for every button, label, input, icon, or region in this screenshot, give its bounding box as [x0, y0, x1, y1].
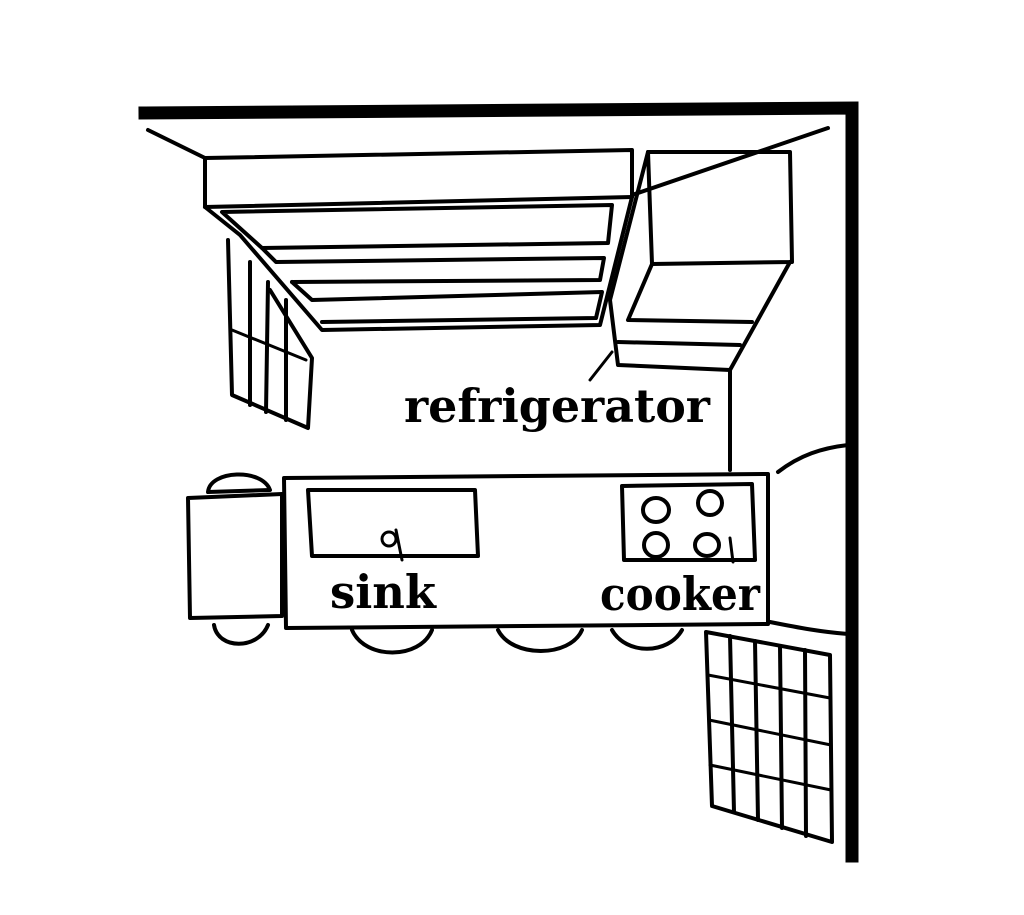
sink-label: sink [330, 565, 437, 619]
refrigerator-label: refrigerator [404, 379, 711, 433]
right-shelf-unit [704, 630, 834, 844]
refrigerator [608, 150, 794, 472]
upper-cabinet [146, 126, 830, 332]
stools [206, 472, 684, 655]
walls [138, 101, 859, 863]
refrigerator-leader-line [588, 350, 614, 382]
sink [306, 488, 480, 562]
island-end-seat [186, 492, 284, 620]
cooker-label: cooker [600, 567, 761, 621]
wall-alcove [768, 443, 850, 636]
kitchen-island [282, 472, 770, 630]
cooker [620, 482, 757, 564]
left-shelf-unit [226, 238, 314, 430]
